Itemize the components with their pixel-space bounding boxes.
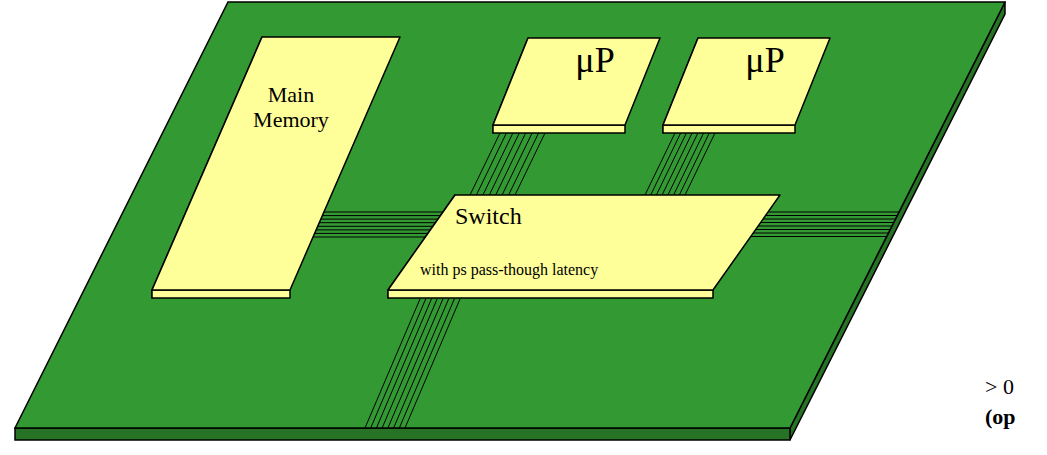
chip-label: with ps pass-though latency	[420, 261, 660, 279]
text-slot: with ps pass-though latency	[420, 261, 660, 279]
chip-top	[663, 38, 830, 125]
text-slot: μP	[715, 40, 815, 81]
chip-front	[663, 125, 795, 133]
text-slot: μP	[545, 40, 645, 81]
text-slot: Main Memory	[245, 82, 337, 133]
note-text: > 0	[985, 374, 1014, 399]
note-text: (op	[985, 404, 1016, 429]
wire-bundle	[645, 133, 715, 195]
chip-top	[388, 195, 780, 290]
wire-bundle	[313, 212, 443, 237]
text-slot: > 0	[985, 374, 1014, 399]
chip-shape	[388, 195, 780, 298]
chip-label: Switch	[455, 203, 575, 231]
chip-box: Main Memory	[152, 37, 400, 298]
board-top	[15, 2, 1005, 428]
chip-box: Switch with ps pass-though latency	[388, 195, 780, 298]
chip-label: μP	[715, 40, 815, 81]
chip-top	[493, 38, 660, 125]
chip-top	[152, 37, 400, 290]
chip-box: μP	[663, 38, 830, 133]
chip-box: μP	[493, 38, 660, 133]
chip-front	[388, 290, 713, 298]
chip-front	[152, 290, 290, 298]
chip-label: μP	[545, 40, 645, 81]
chip-shape	[152, 37, 400, 298]
chip-label: Main Memory	[245, 82, 337, 133]
wire-bundle	[751, 212, 899, 237]
text-slot: (op	[985, 404, 1016, 429]
board-front	[15, 428, 790, 440]
chip-front	[493, 125, 625, 133]
wire-bundle	[365, 299, 460, 428]
text-slot: Switch	[455, 203, 575, 231]
wire-bundle	[470, 133, 545, 195]
